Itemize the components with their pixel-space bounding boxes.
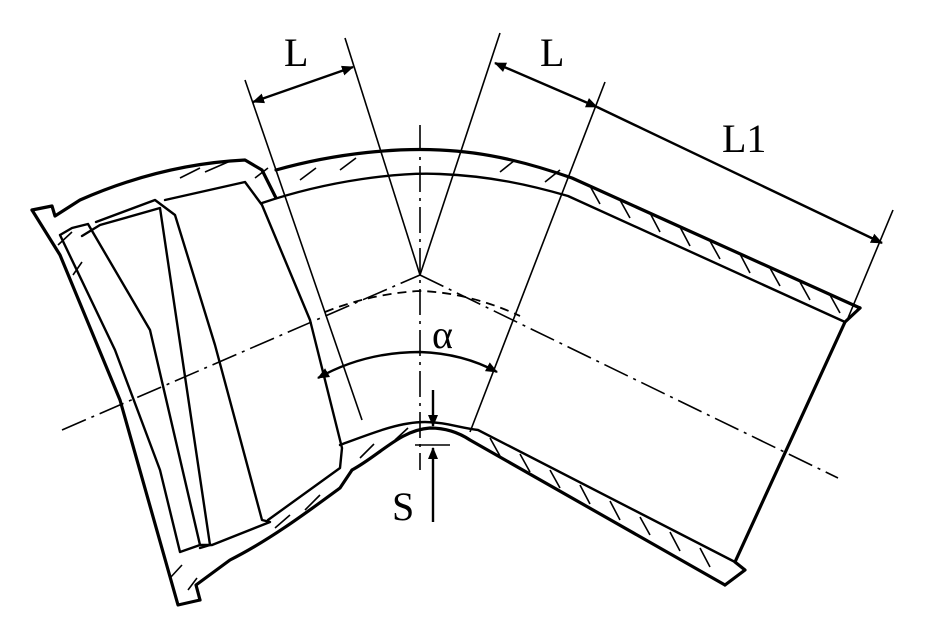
gasket-ring (94, 198, 272, 547)
pipe-wall-hatch-bottom (359, 427, 711, 568)
socket-body (30, 158, 354, 607)
label-L-left: L (284, 30, 308, 75)
socket-bottom-contour (194, 468, 354, 602)
extension-lines (244, 32, 894, 433)
bend-outer-bottom (350, 426, 727, 587)
ext-L-left-a (244, 79, 363, 421)
axis-right (419, 274, 839, 479)
socket-outer-contour (30, 158, 278, 218)
dim-L-right (494, 61, 598, 109)
ext-L-left-b (344, 37, 421, 276)
socket-inner-bore (58, 222, 202, 554)
ext-L-right-b (469, 81, 606, 433)
pipe-wall-hatch-top (299, 157, 841, 314)
bend-outer-top (274, 147, 862, 310)
dim-alpha-arc (317, 350, 498, 380)
label-L1: L1 (722, 116, 766, 161)
bend-centerline-arc (324, 290, 521, 317)
socket-flange-left (30, 208, 202, 607)
ext-L-right-a (419, 32, 501, 276)
dim-L1 (596, 105, 883, 245)
bend-inner-top (260, 172, 847, 324)
spigot-end (723, 306, 862, 587)
label-S: S (392, 484, 414, 529)
bend-body (260, 147, 862, 587)
socket-seat (163, 180, 344, 522)
label-alpha: α (432, 312, 453, 357)
label-L-right: L (540, 30, 564, 75)
dimension-lines (252, 61, 883, 522)
axis-left (61, 274, 421, 431)
center-lines (61, 125, 839, 479)
dim-L-left (252, 65, 354, 104)
socket-hatch (57, 161, 321, 591)
ext-L1-end (847, 209, 894, 319)
bend-inner-bottom (338, 420, 737, 564)
